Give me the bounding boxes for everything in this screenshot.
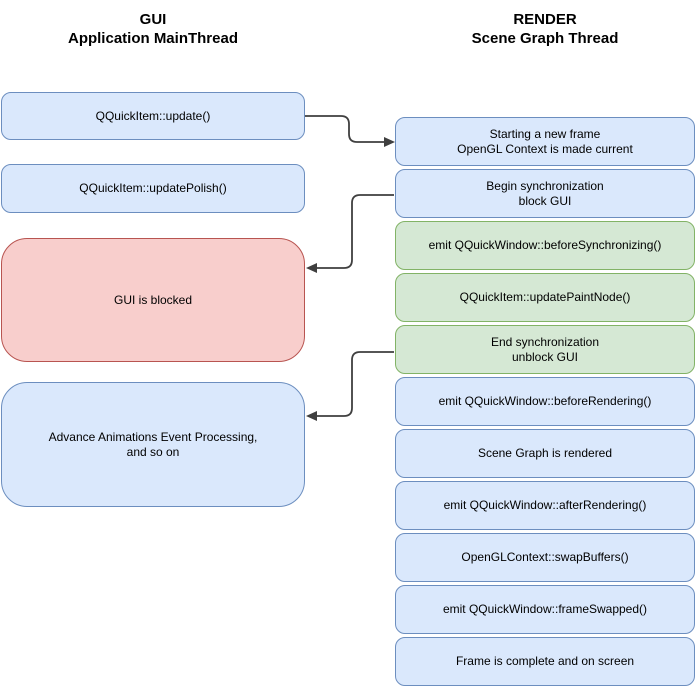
arrowhead-beginsync-to-blocked <box>306 263 317 273</box>
render-thread-header: RENDER Scene Graph Thread <box>471 11 619 47</box>
arrowhead-update-to-startframe <box>384 137 395 147</box>
node-gui-is-blocked: GUI is blocked <box>1 238 305 362</box>
node-begin-synchronization: Begin synchronization block GUI <box>395 169 695 218</box>
node-frame-complete: Frame is complete and on screen <box>395 637 695 686</box>
node-updatepaintnode: QQuickItem::updatePaintNode() <box>395 273 695 322</box>
node-emit-beforerendering: emit QQuickWindow::beforeRendering() <box>395 377 695 426</box>
node-end-synchronization: End synchronization unblock GUI <box>395 325 695 374</box>
node-emit-beforesynchronizing: emit QQuickWindow::beforeSynchronizing() <box>395 221 695 270</box>
node-advance-animations: Advance Animations Event Processing, and… <box>1 382 305 507</box>
gui-thread-header: GUI Application MainThread <box>67 11 238 47</box>
node-scene-graph-rendered: Scene Graph is rendered <box>395 429 695 478</box>
node-qquickitem-update: QQuickItem::update() <box>1 92 305 140</box>
node-emit-afterrendering: emit QQuickWindow::afterRendering() <box>395 481 695 530</box>
arrow-update-to-startframe <box>305 115 384 143</box>
arrow-endsync-to-advance <box>317 351 394 417</box>
node-emit-frameswapped: emit QQuickWindow::frameSwapped() <box>395 585 695 634</box>
node-swapbuffers: OpenGLContext::swapBuffers() <box>395 533 695 582</box>
node-starting-new-frame: Starting a new frame OpenGL Context is m… <box>395 117 695 166</box>
arrowhead-endsync-to-advance <box>306 411 317 421</box>
arrow-beginsync-to-blocked <box>317 194 394 269</box>
node-qquickitem-updatepolish: QQuickItem::updatePolish() <box>1 164 305 213</box>
